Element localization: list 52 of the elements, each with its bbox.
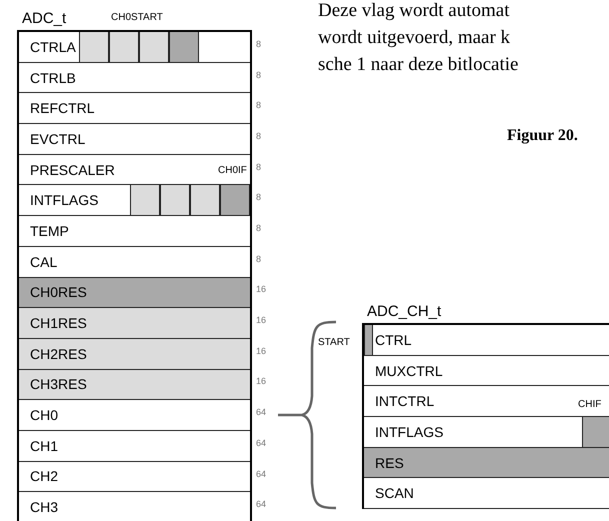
register-row — [364, 417, 609, 448]
register-name: PRESCALER — [30, 162, 115, 178]
body-text: sche 1 naar deze bitlocatie — [318, 54, 518, 76]
struct-title: ADC_t — [22, 10, 66, 27]
register-name: CH0 — [30, 407, 58, 424]
register-name: CH0RES — [30, 284, 87, 300]
bit-width: 16 — [256, 284, 266, 294]
bit-label: CHIF — [578, 399, 602, 410]
register-name: INTCTRL — [375, 393, 434, 410]
body-text: Deze vlag wordt automat — [318, 0, 510, 22]
bit-width: 16 — [256, 346, 266, 356]
register-name: CH2 — [30, 468, 58, 484]
struct-title: ADC_CH_t — [367, 303, 442, 320]
bit-width: 8 — [256, 223, 262, 233]
bit-width: 64 — [256, 468, 266, 478]
register-name: CTRL — [375, 332, 412, 348]
bit-width: 64 — [256, 407, 266, 418]
bit-label: CH0START — [111, 12, 163, 24]
bit-width: 16 — [256, 315, 266, 326]
bit-width: 16 — [256, 376, 266, 386]
register-name: CTRLA — [30, 38, 76, 55]
register-row — [364, 448, 609, 478]
register-name: MUXCTRL — [375, 362, 443, 379]
bit-width: 8 — [256, 162, 262, 172]
bit-width: 8 — [256, 254, 262, 264]
register-name: CH1 — [30, 438, 58, 454]
register-name: TEMP — [30, 222, 69, 239]
register-row — [364, 325, 609, 356]
register-name: EVCTRL — [30, 130, 86, 147]
bit-width: 64 — [256, 499, 266, 510]
register-name: CTRLB — [30, 70, 76, 86]
body-text: wordt uitgevoerd, maar k — [318, 27, 510, 49]
register-name: INTFLAGS — [30, 192, 98, 208]
register-name: CH3RES — [30, 376, 87, 392]
register-name: CH1RES — [30, 315, 87, 332]
bit-width: 8 — [256, 100, 262, 110]
bit-label: START — [318, 337, 350, 348]
figure-caption: Figuur 20. — [507, 127, 578, 146]
register-name: RES — [375, 454, 404, 471]
bit-width: 8 — [256, 192, 262, 202]
register-name: CH3 — [30, 499, 58, 516]
bit-width: 8 — [256, 130, 262, 141]
register-name: REFCTRL — [30, 100, 95, 116]
register-name: CAL — [30, 254, 58, 270]
bit-width: 8 — [256, 38, 262, 49]
register-row — [364, 356, 609, 386]
bit-width: 64 — [256, 438, 266, 448]
bit-label: CH0IF — [218, 165, 247, 176]
register-name: CH2RES — [30, 346, 87, 362]
register-name: INTFLAGS — [375, 424, 444, 440]
register-name: SCAN — [375, 485, 414, 502]
bit-width: 8 — [256, 70, 262, 80]
